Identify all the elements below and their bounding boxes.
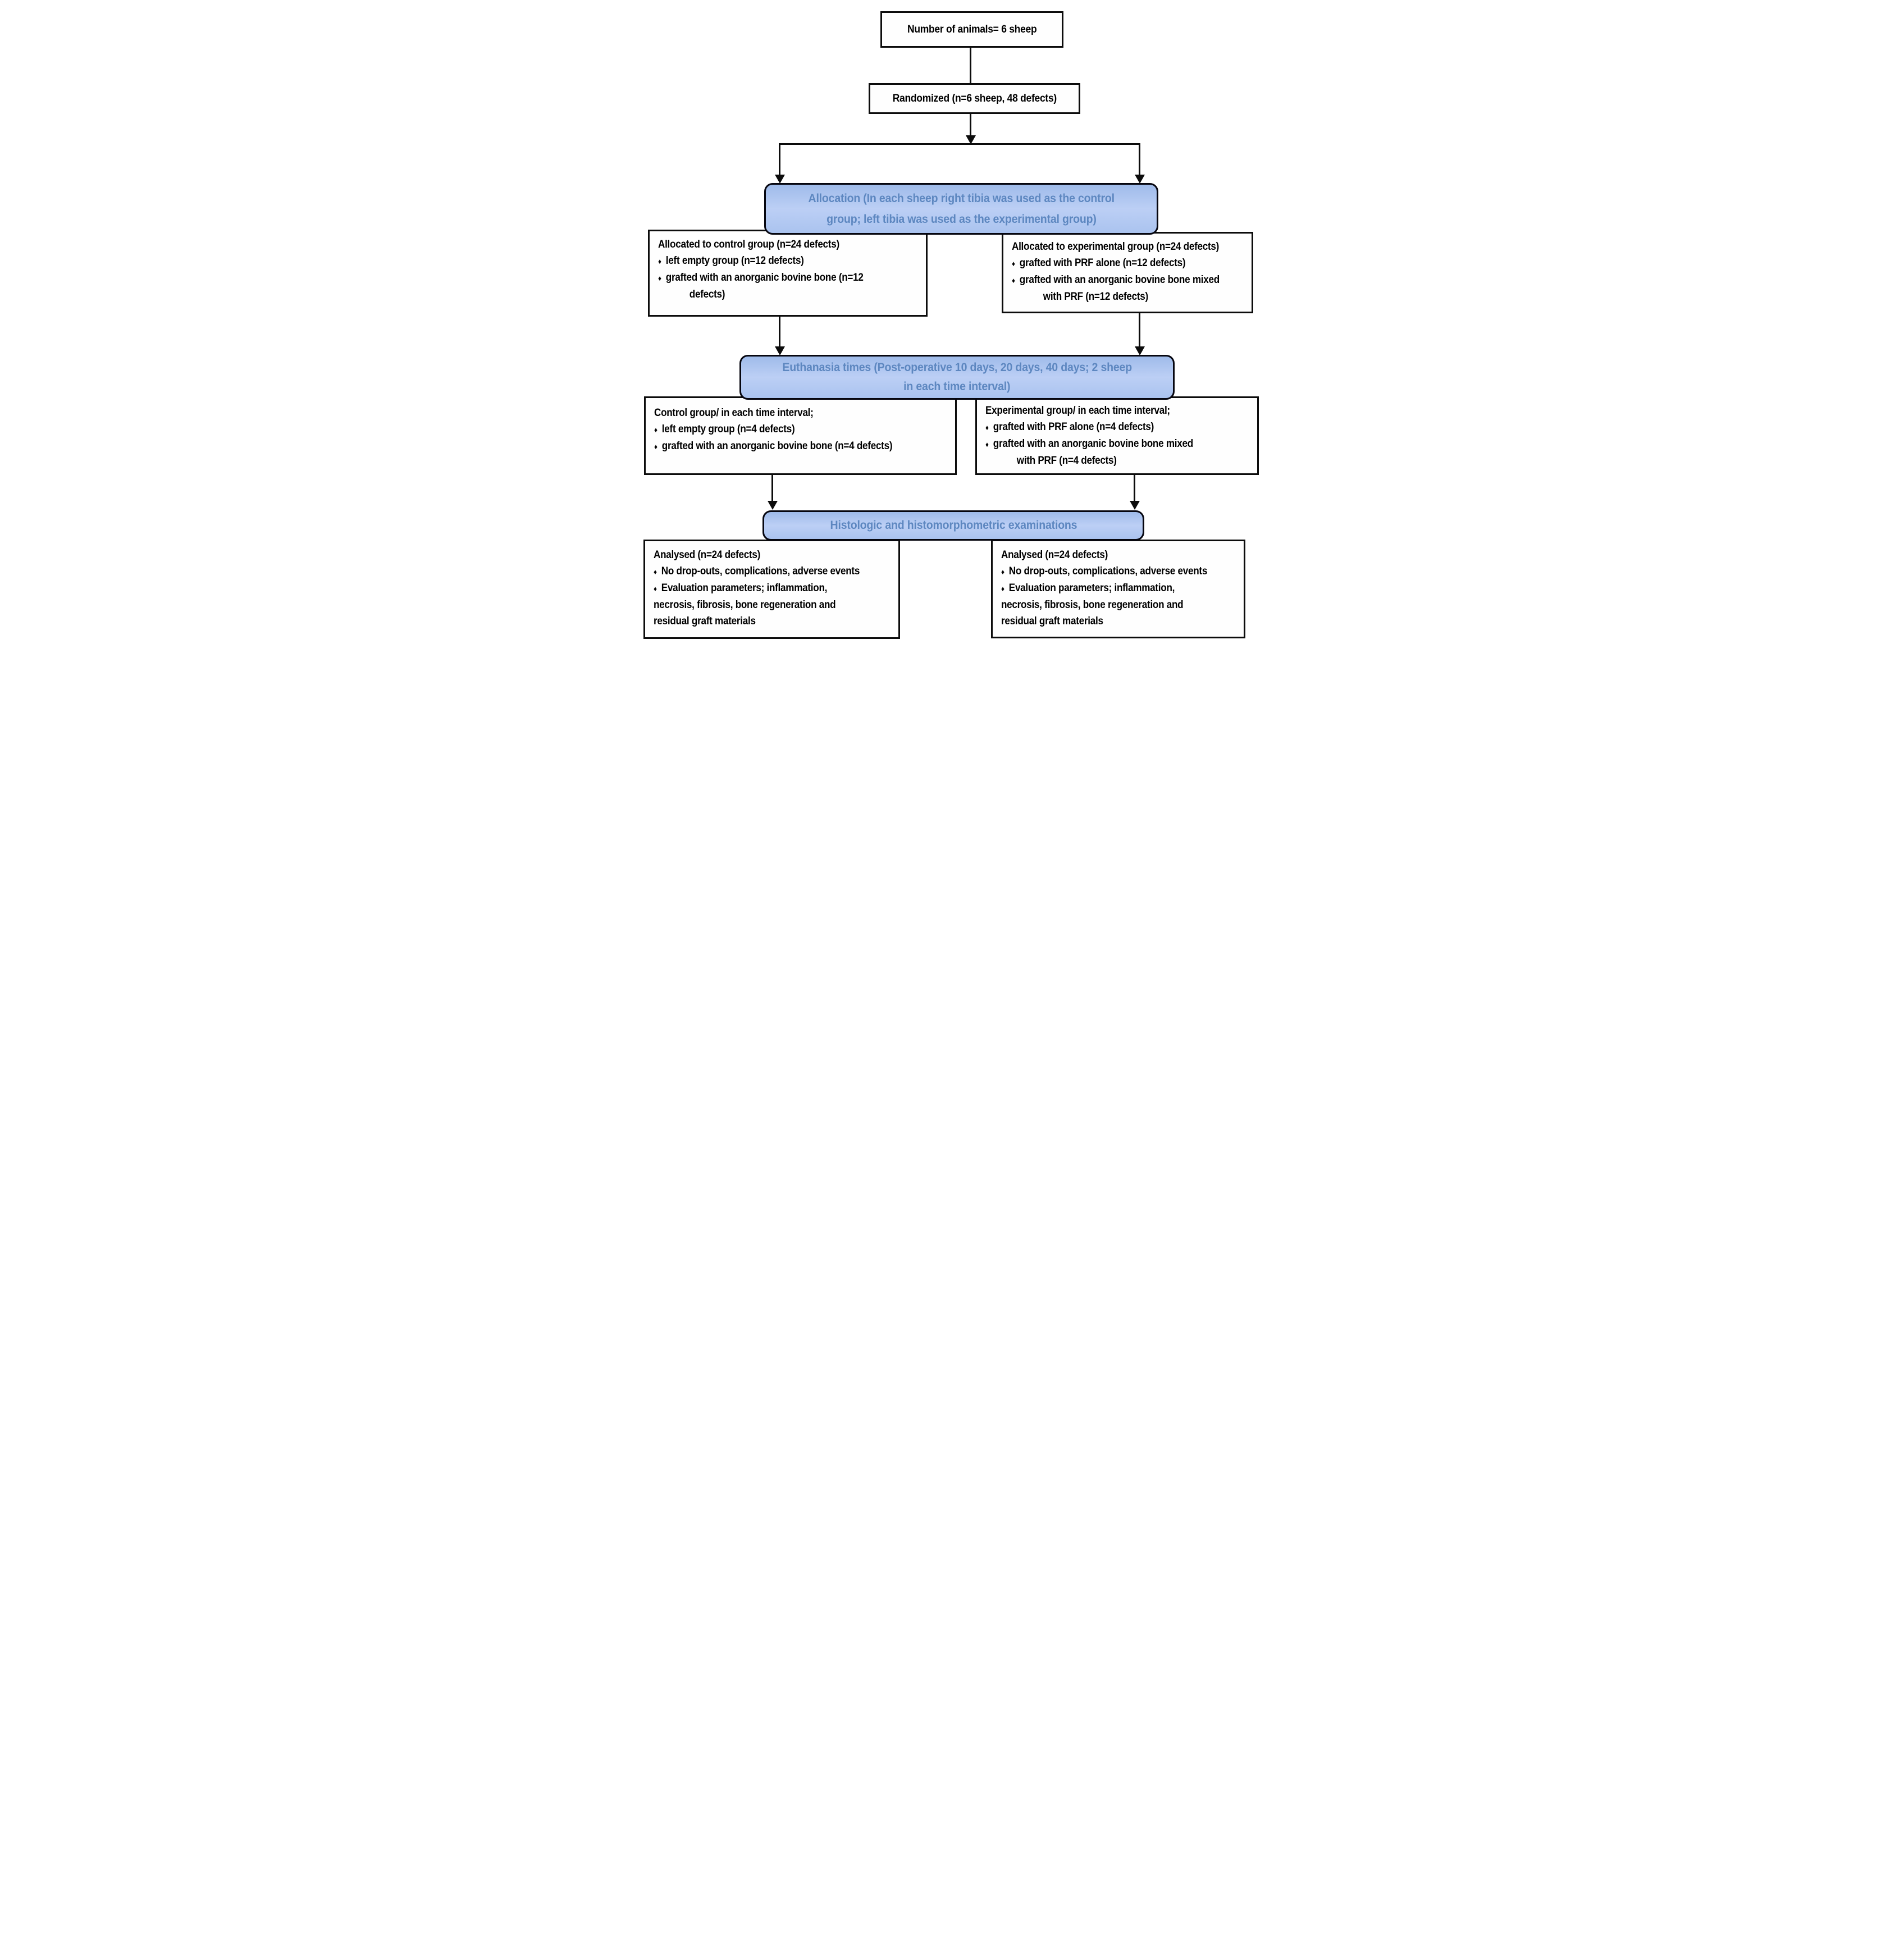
text-line-label: Allocated to control group (n=24 defects… [658, 239, 839, 250]
analysed-control-box: Analysed (n=24 defects) ♦ No drop-outs, co… [643, 540, 900, 639]
randomized-label: Randomized (n=6 sheep, 48 defects) [892, 92, 1057, 104]
text-line: ♦ grafted with PRF alone (n=12 defects) [1012, 255, 1220, 272]
connector-experimental-to-euthanasia [1139, 313, 1140, 348]
text-line: ♦ Evaluation parameters; inflammation, [1001, 580, 1207, 597]
diamond-bullet-icon: ♦ [1012, 276, 1015, 285]
connector-split-left-drop [779, 144, 780, 176]
animals-label: Number of animals= 6 sheep [907, 23, 1037, 35]
allocation-banner-line2: group; left tibia was used as the experi… [826, 213, 1097, 226]
euthanasia-banner: Euthanasia times (Post-operative 10 days… [739, 355, 1175, 400]
experimental-interval-box: Experimental group/ in each time interva… [975, 396, 1259, 475]
text-line: ♦ Evaluation parameters; inflammation, [654, 580, 860, 597]
text-line: ♦ grafted with PRF alone (n=4 defects) [985, 419, 1193, 436]
text-line-label: with PRF (n=12 defects) [1043, 291, 1148, 303]
text-line-label: Analysed (n=24 defects) [1001, 549, 1108, 561]
diamond-bullet-icon: ♦ [654, 426, 657, 434]
text-line-label: grafted with an anorganic bovine bone mi… [1019, 274, 1220, 286]
text-line: residual graft materials [654, 613, 860, 629]
animals-box: Number of animals= 6 sheep [880, 11, 1063, 48]
text-line-label: grafted with an anorganic bovine bone (n… [665, 272, 864, 284]
euthanasia-banner-line2: in each time interval) [903, 380, 1011, 393]
text-line-label: defects) [689, 289, 725, 300]
text-line: Analysed (n=24 defects) [1001, 547, 1207, 563]
diamond-bullet-icon: ♦ [658, 274, 661, 282]
diamond-bullet-icon: ♦ [654, 584, 657, 593]
text-line: Allocated to experimental group (n=24 de… [1012, 239, 1220, 255]
diamond-bullet-icon: ♦ [654, 442, 657, 451]
text-line-label: Allocated to experimental group (n=24 de… [1012, 241, 1220, 253]
text-line: with PRF (n=4 defects) [985, 453, 1193, 469]
experimental-allocation-box: Allocated to experimental group (n=24 de… [1002, 232, 1253, 313]
analysed-experimental-box: Analysed (n=24 defects) ♦ No drop-outs, co… [991, 540, 1245, 638]
allocation-banner: Allocation (In each sheep right tibia wa… [764, 183, 1158, 235]
arrowhead-split-icon [966, 135, 976, 144]
arrowhead-allocation-right-icon [1135, 175, 1145, 184]
text-line: ♦ grafted with an anorganic bovine bone m… [985, 436, 1193, 453]
text-line-label: No drop-outs, complications, adverse eve… [661, 565, 860, 577]
text-line: Control group/ in each time interval; [654, 405, 892, 421]
text-line-label: grafted with an anorganic bovine bone mi… [993, 438, 1193, 450]
text-line-label: residual graft materials [1001, 615, 1103, 627]
text-line: with PRF (n=12 defects) [1012, 289, 1220, 305]
control-interval-box: Control group/ in each time interval; ♦ le… [644, 396, 957, 475]
arrowhead-euthanasia-right-icon [1135, 346, 1145, 355]
flow-diagram: Number of animals= 6 sheep Randomized (n… [632, 0, 1263, 654]
connector-animals-to-randomized [970, 48, 971, 83]
connector-control-to-histology [771, 475, 773, 501]
text-line-label: grafted with an anorganic bovine bone (n… [661, 440, 893, 452]
arrowhead-euthanasia-left-icon [775, 346, 785, 355]
text-line-label: grafted with PRF alone (n=12 defects) [1019, 257, 1186, 269]
text-line: ♦ grafted with an anorganic bovine bone (… [658, 269, 864, 286]
diamond-bullet-icon: ♦ [985, 423, 989, 432]
text-line-label: left empty group (n=4 defects) [661, 423, 795, 435]
text-line: ♦ No drop-outs, complications, adverse ev… [1001, 563, 1207, 580]
diamond-bullet-icon: ♦ [654, 568, 657, 576]
text-line-label: left empty group (n=12 defects) [665, 255, 804, 267]
text-line-label: necrosis, fibrosis, bone regeneration an… [1001, 599, 1184, 611]
arrowhead-histology-right-icon [1130, 501, 1140, 510]
euthanasia-banner-line1: Euthanasia times (Post-operative 10 days… [782, 361, 1132, 374]
text-line: Analysed (n=24 defects) [654, 547, 860, 563]
diamond-bullet-icon: ♦ [1012, 259, 1015, 268]
text-line-label: Evaluation parameters; inflammation, [661, 582, 828, 594]
histology-banner: Histologic and histomorphometric examina… [762, 510, 1144, 541]
text-line-label: residual graft materials [654, 615, 756, 627]
connector-control-to-euthanasia [779, 317, 780, 348]
arrowhead-allocation-left-icon [775, 175, 785, 184]
text-line: ♦ grafted with an anorganic bovine bone m… [1012, 272, 1220, 289]
text-line-label: Control group/ in each time interval; [654, 407, 814, 419]
connector-experimental-to-histology [1134, 475, 1135, 501]
text-line: ♦ left empty group (n=4 defects) [654, 421, 892, 438]
diamond-bullet-icon: ♦ [985, 440, 989, 449]
text-line: necrosis, fibrosis, bone regeneration an… [654, 597, 860, 613]
text-line-label: with PRF (n=4 defects) [1016, 455, 1117, 467]
connector-randomized-to-split [970, 114, 971, 136]
text-line: residual graft materials [1001, 613, 1207, 629]
histology-banner-line1: Histologic and histomorphometric examina… [830, 519, 1077, 532]
text-line-label: necrosis, fibrosis, bone regeneration an… [654, 599, 836, 611]
text-line: defects) [658, 286, 864, 303]
diamond-bullet-icon: ♦ [1001, 584, 1004, 593]
text-line-label: Evaluation parameters; inflammation, [1008, 582, 1175, 594]
control-allocation-box: Allocated to control group (n=24 defects… [648, 230, 928, 317]
text-line-label: Analysed (n=24 defects) [654, 549, 761, 561]
randomized-box: Randomized (n=6 sheep, 48 defects) [869, 83, 1080, 114]
text-line: Experimental group/ in each time interva… [985, 403, 1193, 419]
text-line: ♦ grafted with an anorganic bovine bone (… [654, 438, 893, 455]
arrowhead-histology-left-icon [768, 501, 778, 510]
text-line-label: No drop-outs, complications, adverse eve… [1008, 565, 1208, 577]
text-line: necrosis, fibrosis, bone regeneration an… [1001, 597, 1207, 613]
text-line-label: Experimental group/ in each time interva… [985, 405, 1170, 417]
text-line-label: grafted with PRF alone (n=4 defects) [993, 421, 1154, 433]
text-line: ♦ left empty group (n=12 defects) [658, 253, 864, 269]
allocation-banner-line1: Allocation (In each sheep right tibia wa… [808, 192, 1115, 205]
connector-split-right-drop [1139, 144, 1140, 176]
connector-split-horizontal [779, 143, 1140, 145]
diamond-bullet-icon: ♦ [658, 257, 661, 266]
text-line: ♦ No drop-outs, complications, adverse ev… [654, 563, 860, 580]
diamond-bullet-icon: ♦ [1001, 568, 1004, 576]
text-line: Allocated to control group (n=24 defects… [658, 236, 864, 253]
